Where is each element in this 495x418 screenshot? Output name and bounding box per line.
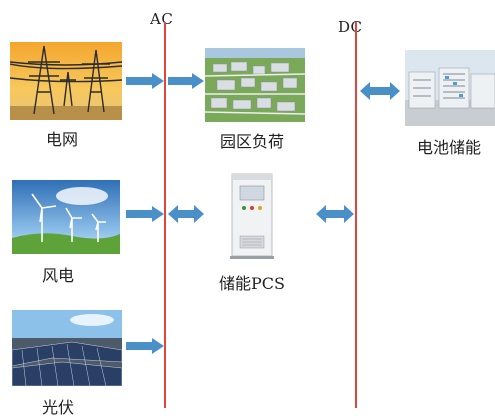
- battery-storage-image: [405, 50, 495, 126]
- dc-bus-line: [355, 22, 357, 408]
- grid-label: 电网: [46, 130, 79, 149]
- wind-label: 风电: [42, 266, 75, 285]
- grid-image: [10, 42, 122, 120]
- battery-storage-label: 电池储能: [417, 138, 482, 157]
- dc-bus-label: DC: [338, 18, 363, 36]
- dc-battery-bidirectional-arrow: [360, 82, 400, 100]
- wind-to-ac-arrow: [126, 206, 164, 222]
- pcs-label: 储能PCS: [219, 274, 285, 293]
- park-load-image: [205, 48, 305, 122]
- pcs-dc-bidirectional-arrow: [316, 205, 354, 223]
- park-load-label: 园区负荷: [220, 132, 285, 151]
- wind-image: [12, 180, 120, 254]
- ac-pcs-bidirectional-arrow: [168, 205, 204, 223]
- grid-to-ac-arrow: [126, 73, 164, 89]
- ac-to-park-load-arrow: [168, 73, 204, 89]
- ac-bus-line: [164, 22, 166, 408]
- solar-label: 光伏: [42, 398, 75, 417]
- solar-to-ac-arrow: [126, 338, 164, 354]
- solar-image: [12, 310, 122, 386]
- pcs-image: [230, 173, 274, 259]
- ac-bus-label: AC: [150, 10, 174, 28]
